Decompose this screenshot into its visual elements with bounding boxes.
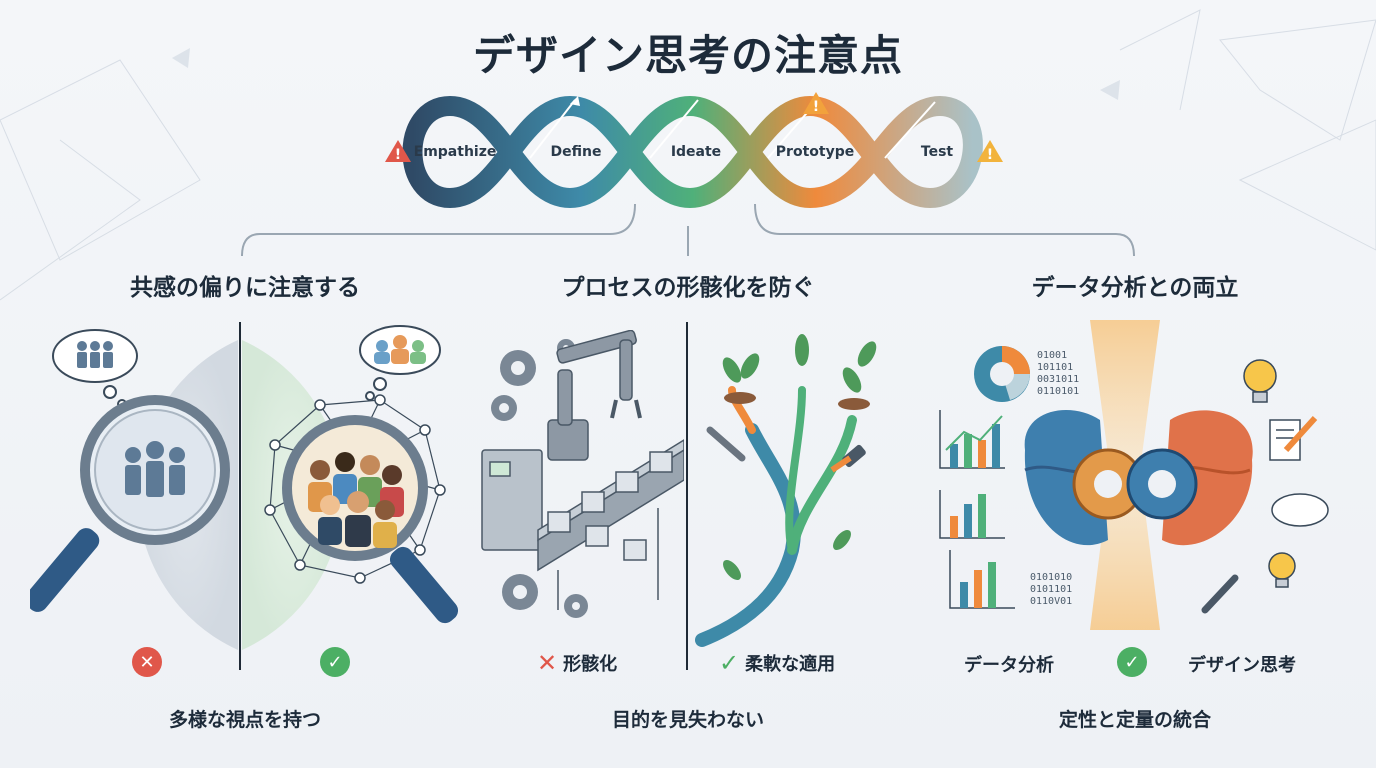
warning-icon: ! — [977, 140, 1003, 163]
people-icon — [125, 441, 185, 497]
machine-icon — [481, 449, 543, 551]
magnifier-icon — [30, 395, 230, 612]
binary-line: 101101 — [1037, 362, 1074, 373]
thought-bubble-icon — [359, 325, 441, 401]
binary-line: 0101101 — [1030, 584, 1073, 595]
tag-bad-label: 形骸化 — [563, 654, 618, 675]
stage-empathize: Empathize — [413, 144, 497, 160]
caption-process: 目的を見失わない — [611, 709, 765, 731]
stage-define: Define — [550, 144, 602, 160]
wrench-icon — [706, 426, 746, 462]
svg-text:!: ! — [987, 147, 993, 163]
bad-icon: ✕ — [132, 647, 162, 677]
stage-test: Test — [920, 144, 954, 160]
data-design-illustration — [939, 320, 1329, 630]
pie-chart-icon — [974, 346, 1030, 402]
gear-icon — [491, 339, 588, 618]
section1-divider — [239, 322, 241, 670]
section-title-data: データ分析との両立 — [1031, 275, 1239, 301]
empathy-illustration — [30, 325, 459, 650]
caption-data: 定性と定量の統合 — [1058, 709, 1212, 731]
tag-data-analysis: データ分析 — [964, 655, 1054, 676]
warning-icon: ! — [385, 140, 411, 163]
binary-line: 0110V01 — [1030, 596, 1073, 607]
tag-good: ✓ 柔軟な適用 — [719, 649, 835, 677]
stage-ideate: Ideate — [670, 144, 722, 160]
binary-top: 01001 101101 0031011 0110101 — [1037, 350, 1079, 398]
binary-line: 01001 — [1037, 350, 1068, 361]
plug-icon — [830, 444, 866, 473]
tag-bad: ✕ 形骸化 — [537, 649, 617, 677]
flexible-illustration — [695, 334, 877, 647]
binary-line: 0031011 — [1037, 374, 1080, 385]
check-icon: ✓ — [1117, 647, 1147, 677]
binary-line: 0101010 — [1030, 572, 1073, 583]
warning-icon: ! — [803, 92, 829, 115]
lightbulb-icon — [1243, 359, 1296, 588]
gear-icon — [1072, 448, 1198, 520]
tag-design-thinking: デザイン思考 — [1188, 655, 1296, 676]
check-icon: ✓ — [719, 649, 740, 677]
robot-arm-icon — [547, 330, 642, 461]
plant-icon — [722, 334, 877, 580]
box-icon — [547, 451, 673, 561]
pencil-icon — [1201, 574, 1239, 614]
formalism-illustration — [481, 330, 684, 618]
pencil-icon — [1283, 415, 1318, 453]
cloud-icon — [1271, 493, 1329, 527]
section-title-process: プロセスの形骸化を防ぐ — [561, 275, 815, 301]
svg-text:!: ! — [395, 147, 401, 163]
cross-icon: ✕ — [537, 649, 558, 677]
section-title-empathy: 共感の偏りに注意する — [130, 275, 360, 301]
thought-bubble-icon — [52, 329, 138, 409]
magnifier-icon — [282, 415, 459, 624]
page-title: デザイン思考の注意点 — [472, 31, 903, 80]
binary-line: 0110101 — [1037, 386, 1080, 397]
diverse-people-icon — [308, 452, 404, 548]
bracket-connector — [241, 203, 1135, 257]
binary-bottom: 0101010 0101101 0110V01 — [1030, 572, 1072, 608]
svg-text:!: ! — [813, 99, 819, 115]
tag-good-label: 柔軟な適用 — [745, 654, 836, 675]
caption-empathy: 多様な視点を持つ — [168, 709, 322, 731]
good-icon: ✓ — [320, 647, 350, 677]
stage-prototype: Prototype — [775, 144, 855, 160]
section2-divider — [686, 322, 688, 670]
